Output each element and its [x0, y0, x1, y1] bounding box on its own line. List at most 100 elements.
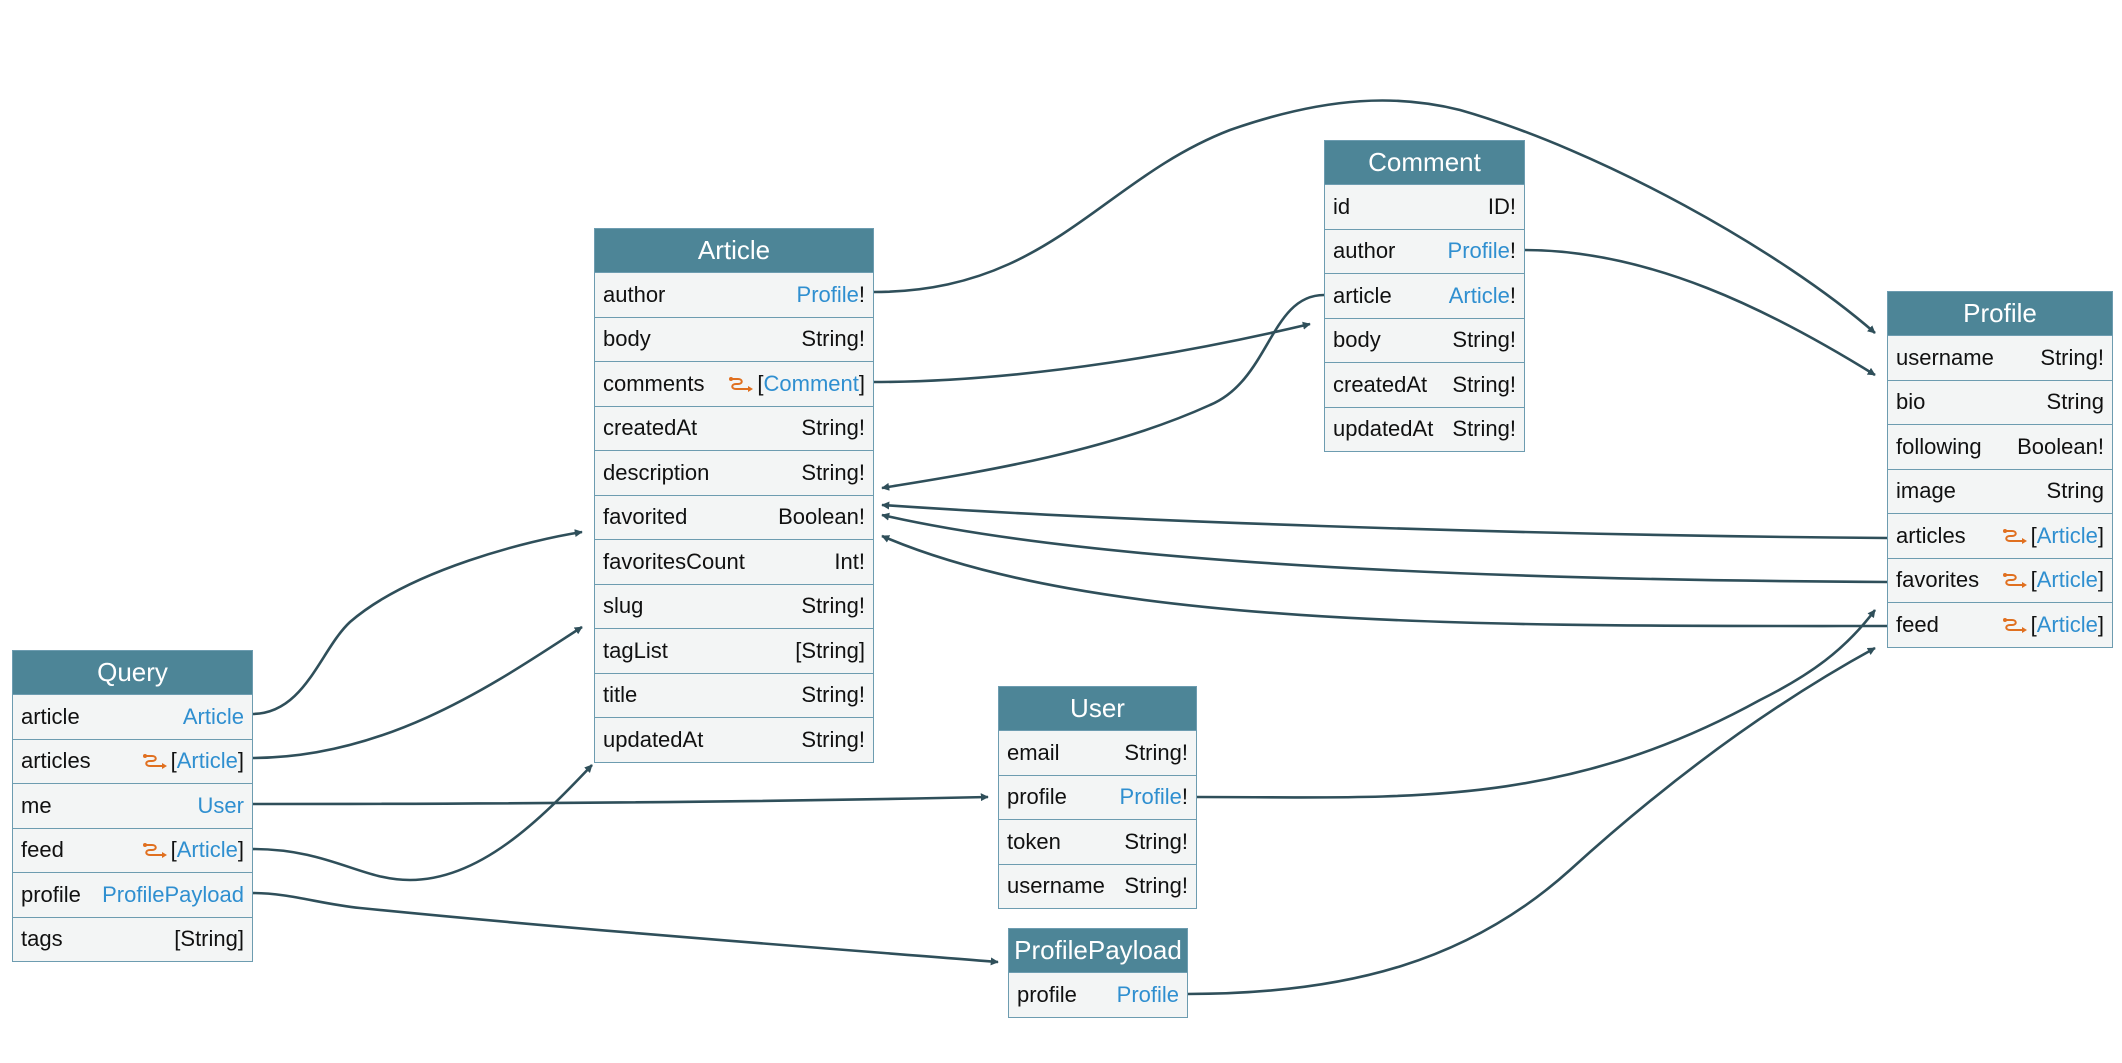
field-name: body [1333, 327, 1381, 353]
field-row-me[interactable]: me User [13, 783, 252, 828]
profilepayload-node[interactable]: ProfilePayload profile Profile [1008, 928, 1188, 1018]
type-name: ID [1487, 193, 1510, 219]
field-row-articles[interactable]: articles [Article] [13, 738, 252, 784]
type-link[interactable]: Article [182, 703, 244, 729]
field-row-comments[interactable]: comments[Comment] [595, 361, 873, 406]
field-type[interactable]: [Comment] [728, 371, 865, 397]
field-type[interactable]: Article [183, 704, 244, 730]
field-type: String! [801, 726, 865, 752]
type-link[interactable]: Article [176, 837, 238, 863]
field-name: title [603, 682, 638, 708]
field-name: createdAt [1333, 371, 1428, 397]
type-name: String [2046, 478, 2104, 504]
type-name: Boolean [2017, 433, 2098, 459]
field-type: String! [1124, 739, 1188, 765]
field-name: feed [1896, 611, 1939, 637]
connection-icon [142, 843, 167, 859]
type-link[interactable]: Article [2036, 567, 2098, 593]
field-type: Boolean! [2017, 433, 2104, 459]
type-link[interactable]: Article [2036, 611, 2098, 637]
type-name: String [2040, 344, 2098, 370]
type-link[interactable]: Article [2036, 522, 2098, 548]
field-row-tagList[interactable]: tagList[String] [595, 628, 873, 673]
field-row-profile[interactable]: profile Profile [1009, 972, 1187, 1017]
field-type[interactable]: Article! [1448, 282, 1516, 308]
field-row-feed[interactable]: feed [Article] [1888, 602, 2112, 647]
field-name: description [603, 459, 710, 485]
connection-icon [142, 754, 167, 770]
type-link[interactable]: User [197, 792, 244, 818]
type-link[interactable]: ProfilePayload [102, 881, 244, 907]
type-link[interactable]: Profile [796, 281, 859, 307]
field-name: feed [21, 837, 64, 863]
type-link[interactable]: Profile [1447, 238, 1510, 264]
field-type[interactable]: Profile! [796, 281, 865, 307]
edge-query-article-to-article [251, 529, 583, 716]
field-row-feed[interactable]: feed [Article] [13, 827, 252, 873]
field-type[interactable]: [Article] [2002, 567, 2104, 593]
type-link[interactable]: Profile [1119, 784, 1182, 810]
field-type[interactable]: Profile [1117, 982, 1179, 1008]
field-type[interactable]: ProfilePayload [102, 882, 244, 908]
field-name: article [1333, 282, 1392, 308]
type-link[interactable]: Comment [763, 370, 859, 396]
field-row-favorites[interactable]: favorites[Article] [1888, 557, 2112, 603]
field-name: token [1007, 828, 1061, 854]
field-type[interactable]: [Article] [2002, 523, 2104, 549]
type-link[interactable]: Article [1448, 282, 1510, 308]
type-name: String [1452, 327, 1510, 353]
type-name: String [801, 326, 859, 352]
field-type[interactable]: Profile! [1119, 784, 1188, 810]
field-type: ID! [1487, 193, 1516, 219]
field-row-tags[interactable]: tags[String] [13, 916, 252, 962]
edge-comment-article-to-article [881, 293, 1325, 491]
type-link[interactable]: Profile [1116, 981, 1179, 1007]
field-type[interactable]: Profile! [1447, 238, 1516, 264]
field-row-article[interactable]: article Article! [1325, 273, 1524, 318]
field-name: me [21, 792, 52, 818]
type-link[interactable]: Article [176, 748, 238, 774]
field-type: String! [801, 415, 865, 441]
field-name: articles [21, 748, 91, 774]
edge-profilepayload-profile-to-profile [1186, 646, 1876, 996]
node-title: ProfilePayload [1009, 929, 1187, 972]
field-type[interactable]: User [198, 793, 244, 819]
type-name: Boolean [778, 504, 859, 530]
field-type[interactable]: [Article] [142, 837, 244, 863]
field-type[interactable]: [Article] [2002, 612, 2104, 638]
field-row-articles[interactable]: articles[Article] [1888, 513, 2112, 558]
field-name: slug [603, 593, 644, 619]
field-name: profile [1017, 981, 1077, 1007]
edge-query-articles-to-article [251, 625, 583, 760]
field-type[interactable]: [Article] [142, 748, 244, 774]
